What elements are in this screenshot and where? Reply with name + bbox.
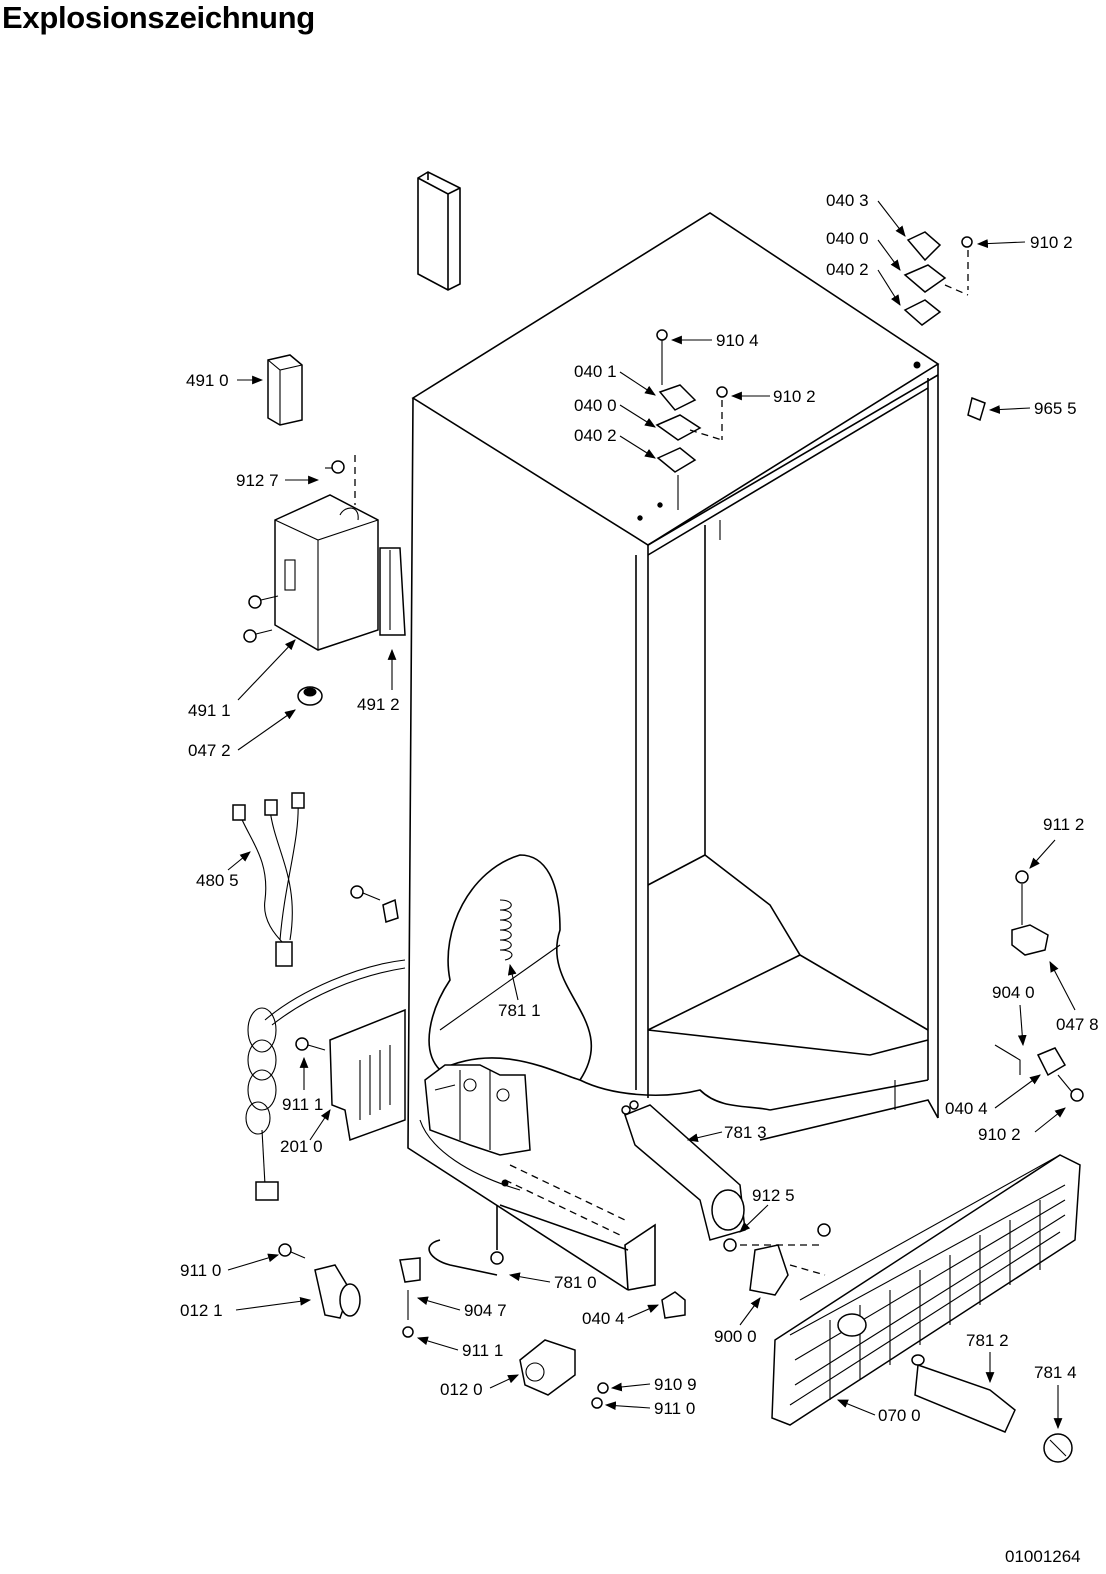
door-panel bbox=[417, 171, 461, 291]
callout-912-7: 912 7 bbox=[236, 471, 279, 490]
part-hinge-top-right bbox=[903, 231, 986, 422]
part-781-4-knob bbox=[1043, 1433, 1073, 1463]
part-012-1-caster bbox=[278, 1243, 361, 1319]
callout-040-3: 040 3 bbox=[826, 191, 869, 210]
callout-900-0: 900 0 bbox=[714, 1327, 757, 1346]
callout-040-0: 040 0 bbox=[574, 396, 617, 415]
part-040-4-foot bbox=[661, 1291, 686, 1319]
callout-040-4: 040 4 bbox=[945, 1099, 988, 1118]
callout-040-2: 040 2 bbox=[574, 426, 617, 445]
callout-047-2: 047 2 bbox=[188, 741, 231, 760]
document-number: 01001264 bbox=[1005, 1547, 1081, 1566]
callout-910-2: 910 2 bbox=[978, 1125, 1021, 1144]
callout-480-5: 480 5 bbox=[196, 871, 239, 890]
callout-911-2: 911 2 bbox=[1043, 815, 1084, 834]
callout-047-8: 047 8 bbox=[1056, 1015, 1099, 1034]
part-491-1-box bbox=[274, 455, 379, 651]
part-valve-assembly bbox=[424, 1064, 531, 1156]
callout-leaders bbox=[227, 200, 1076, 1430]
part-047-2 bbox=[297, 686, 323, 706]
callout-781-1: 781 1 bbox=[498, 1001, 541, 1020]
part-491-0 bbox=[267, 354, 303, 426]
callout-910-9: 910 9 bbox=[654, 1375, 697, 1394]
callout-201-0: 201 0 bbox=[280, 1137, 323, 1156]
callout-491-2: 491 2 bbox=[357, 695, 400, 714]
part-012-0-caster bbox=[402, 1290, 609, 1409]
callout-070-0: 070 0 bbox=[878, 1406, 921, 1425]
part-781-3-pipe bbox=[621, 1100, 746, 1241]
callout-491-1: 491 1 bbox=[188, 701, 231, 720]
callout-781-2: 781 2 bbox=[966, 1331, 1009, 1350]
part-power-cord bbox=[245, 959, 406, 1201]
page-title: Explosionszeichnung bbox=[2, 0, 315, 35]
part-hinge-center bbox=[655, 329, 728, 510]
callout-040-0: 040 0 bbox=[826, 229, 869, 248]
part-781-0-pipe bbox=[399, 1205, 504, 1283]
part-201-0-plate bbox=[295, 1008, 406, 1142]
callout-012-0: 012 0 bbox=[440, 1380, 483, 1399]
screw-side bbox=[350, 885, 399, 923]
callout-040-2: 040 2 bbox=[826, 260, 869, 279]
callout-040-1: 040 1 bbox=[574, 362, 617, 381]
part-480-5-harness bbox=[232, 792, 305, 967]
part-900-0-bracket bbox=[723, 1223, 831, 1296]
screws-box bbox=[243, 595, 279, 643]
callout-040-4: 040 4 bbox=[582, 1309, 625, 1328]
callout-910-2: 910 2 bbox=[1030, 233, 1073, 252]
callout-781-3: 781 3 bbox=[724, 1123, 767, 1142]
part-781-1-spring bbox=[499, 899, 513, 961]
callout-904-7: 904 7 bbox=[464, 1301, 507, 1320]
callout-781-0: 781 0 bbox=[554, 1273, 597, 1292]
callout-911-0: 911 0 bbox=[180, 1261, 221, 1280]
part-491-2 bbox=[379, 547, 406, 636]
part-right-side bbox=[994, 870, 1084, 1102]
callout-012-1: 012 1 bbox=[180, 1301, 223, 1320]
callout-781-4: 781 4 bbox=[1034, 1363, 1077, 1382]
callout-965-5: 965 5 bbox=[1034, 399, 1077, 418]
callout-910-2: 910 2 bbox=[773, 387, 816, 406]
callout-910-4: 910 4 bbox=[716, 331, 759, 350]
callout-912-5: 912 5 bbox=[752, 1186, 795, 1205]
callout-911-1: 911 1 bbox=[462, 1341, 503, 1360]
callout-491-0: 491 0 bbox=[186, 371, 229, 390]
callout-911-1: 911 1 bbox=[282, 1095, 323, 1114]
part-781-2-filter bbox=[911, 1354, 1016, 1433]
callout-labels: 040 3 040 0 040 2 910 2 910 4 040 1 910 … bbox=[180, 191, 1099, 1425]
callout-904-0: 904 0 bbox=[992, 983, 1035, 1002]
part-070-0-grille bbox=[771, 1154, 1081, 1426]
cabinet-body bbox=[407, 212, 940, 1291]
callout-911-0: 911 0 bbox=[654, 1399, 695, 1418]
